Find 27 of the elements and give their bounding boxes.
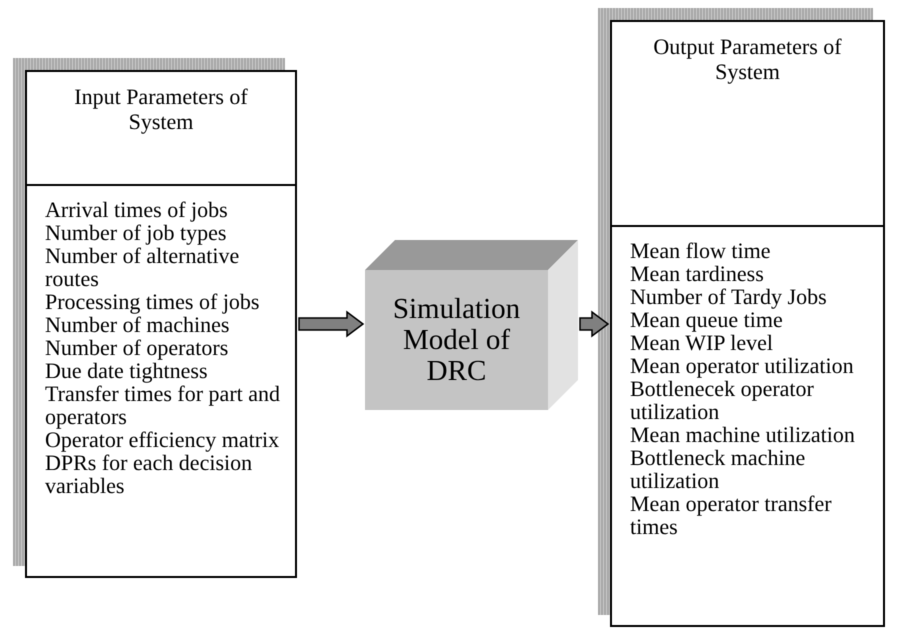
parameter-item: DPRs for each decision variables — [45, 451, 254, 497]
parameter-item: Mean flow time — [630, 239, 772, 262]
parameter-item: Mean WIP level — [630, 331, 774, 354]
parameter-item: Number of operators — [45, 336, 230, 359]
box-heading: Input Parameters of System — [73, 84, 249, 134]
parameter-item: Mean tardiness — [630, 262, 765, 285]
parameter-item: Mean operator utilization — [630, 354, 855, 377]
parameter-item: Mean operator transfer times — [630, 492, 833, 538]
parameter-item: Number of job types — [45, 221, 226, 244]
parameter-item: Bottlenecek operator utilization — [630, 377, 815, 423]
parameter-item: Operator efficiency matrix — [45, 428, 280, 451]
parameter-item: Number of Tardy Jobs — [630, 285, 828, 308]
parameter-box — [610, 20, 885, 627]
parameter-item: Number of machines — [45, 313, 230, 336]
box-heading: Output Parameters of System — [652, 34, 843, 84]
parameter-item: Bottleneck machine utilization — [630, 446, 806, 492]
model-label: Simulation Model of DRC — [392, 294, 522, 386]
parameter-item: Processing times of jobs — [45, 290, 260, 313]
parameter-item: Number of alternative routes — [45, 244, 240, 290]
parameter-item: Mean queue time — [630, 308, 784, 331]
parameter-item: Due date tightness — [45, 359, 208, 382]
parameter-box — [25, 70, 297, 578]
parameter-item: Mean machine utilization — [630, 423, 856, 446]
parameter-item: Transfer times for part and operators — [45, 382, 282, 428]
block-arrow — [298, 310, 364, 338]
block-arrow — [579, 310, 610, 338]
parameter-item: Arrival times of jobs — [45, 198, 229, 221]
